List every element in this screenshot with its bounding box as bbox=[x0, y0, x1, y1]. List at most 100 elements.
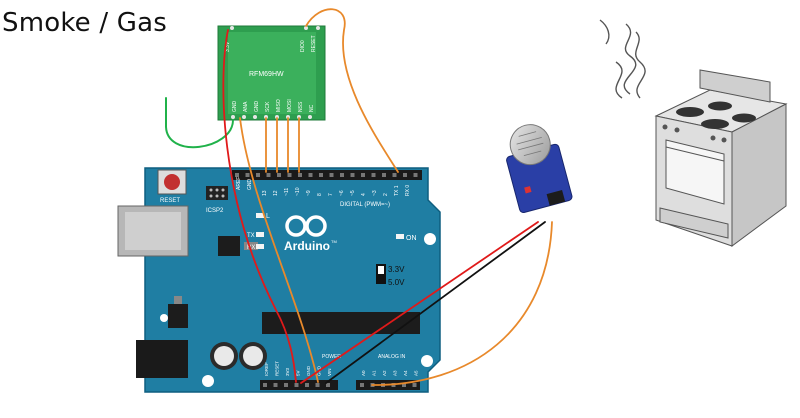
antenna-wire bbox=[164, 97, 234, 149]
digital-pin-label: 7 bbox=[328, 193, 334, 196]
rfm-pin-pad bbox=[275, 115, 279, 119]
wire-dio0 bbox=[305, 8, 399, 173]
voltage-33-label: 3.3V bbox=[388, 265, 405, 274]
digital-pin-hole bbox=[371, 173, 376, 177]
analog-pin-label: A2 bbox=[382, 370, 387, 376]
rfm-bottom-pin-label: GND bbox=[232, 101, 238, 113]
power-pin-label: VIN bbox=[327, 368, 332, 376]
led-tx-label: TX bbox=[247, 233, 255, 239]
gas-sensor-icon bbox=[506, 124, 573, 214]
analog-pin-label: A5 bbox=[414, 370, 419, 376]
digital-pin-label: ~9 bbox=[306, 190, 312, 196]
digital-pin-label: 2 bbox=[383, 193, 389, 196]
power-pin-hole bbox=[326, 383, 330, 387]
dc-jack bbox=[136, 340, 188, 378]
analog-pin-label: A3 bbox=[393, 370, 398, 376]
digital-pin-hole bbox=[277, 173, 281, 177]
rfm-pin-3v3: 3.3V bbox=[225, 41, 231, 52]
digital-pin-hole bbox=[340, 173, 344, 177]
icsp-label: ICSP2 bbox=[206, 208, 224, 214]
digital-pin-label: ~6 bbox=[339, 190, 345, 196]
power-pin-hole bbox=[315, 383, 320, 387]
rfm-pin-reset: RESET bbox=[311, 35, 317, 52]
digital-header-label: DIGITAL (PWM=~) bbox=[340, 202, 390, 208]
power-label: POWER bbox=[322, 354, 341, 360]
rfm-name: RFM69HW bbox=[249, 71, 284, 78]
on-label: ON bbox=[406, 235, 417, 242]
rfm-pin-pad bbox=[231, 115, 235, 119]
power-header bbox=[260, 380, 338, 390]
arduino-logo-icon bbox=[285, 215, 307, 237]
voltage-50-label: 5.0V bbox=[388, 278, 405, 287]
digital-pin-label: 13 bbox=[262, 190, 268, 196]
digital-pin-hole bbox=[361, 173, 365, 177]
digital-pin-hole bbox=[256, 173, 260, 177]
led-rx bbox=[256, 244, 264, 249]
rfm-bottom-pin-label: SCK bbox=[265, 101, 271, 112]
led-l-label: L bbox=[266, 213, 270, 220]
power-pin-hole bbox=[294, 383, 299, 387]
digital-pin-hole bbox=[235, 173, 239, 177]
led-tx bbox=[256, 232, 264, 237]
usb-chip bbox=[218, 236, 240, 256]
digital-pin-hole bbox=[392, 173, 397, 177]
digital-pin-hole bbox=[308, 173, 313, 177]
digital-header bbox=[232, 170, 422, 180]
analog-pin-label: A0 bbox=[361, 370, 366, 376]
tm-label: TM bbox=[331, 239, 337, 244]
power-pin-label: 5V bbox=[296, 370, 301, 376]
digital-pin-hole bbox=[382, 173, 386, 177]
analog-pin-hole bbox=[360, 383, 364, 387]
digital-pin-label: 12 bbox=[273, 190, 279, 196]
aref-label: AREF bbox=[236, 177, 242, 190]
digital-pin-hole bbox=[266, 173, 271, 177]
digital-pin-hole bbox=[245, 173, 250, 177]
rfm-bottom-pin-label: MOSI bbox=[287, 99, 293, 112]
analog-label: ANALOG IN bbox=[378, 354, 406, 360]
power-pin-label: GND bbox=[306, 365, 311, 376]
rfm-pin-pad bbox=[242, 115, 246, 119]
digital-pin-label: ~5 bbox=[350, 190, 356, 196]
power-pin-hole bbox=[284, 383, 288, 387]
rfm-bottom-pin-label: ANA bbox=[243, 101, 249, 112]
smoke-icon bbox=[599, 19, 646, 99]
rfm-pin-pad bbox=[286, 115, 290, 119]
digital-pin-label: 8 bbox=[317, 193, 323, 196]
stove-icon bbox=[654, 69, 788, 247]
digital-pin-label: 4 bbox=[361, 193, 367, 196]
digital-pin-holes bbox=[235, 173, 418, 177]
mounting-hole bbox=[202, 375, 214, 387]
rfm-pin-pad bbox=[297, 115, 301, 119]
digital-pin-label: ~3 bbox=[372, 190, 378, 196]
wires bbox=[164, 8, 553, 386]
wire-gnd bbox=[239, 117, 319, 383]
power-pin-hole bbox=[305, 383, 309, 387]
rfm-bottom-pin-label: GND bbox=[254, 101, 260, 113]
reset-label: RESET bbox=[160, 198, 180, 204]
power-pin-hole bbox=[273, 383, 278, 387]
rfm-pin-pad bbox=[264, 115, 268, 119]
analog-pin-hole bbox=[402, 383, 406, 387]
power-pin-label: RESET bbox=[275, 361, 280, 376]
digital-pin-label: TX 1 bbox=[394, 185, 400, 196]
digital-pin-hole bbox=[287, 173, 292, 177]
gnd-label: GND bbox=[247, 179, 253, 191]
digital-pin-label: ~10 bbox=[295, 187, 301, 196]
mounting-hole bbox=[421, 355, 433, 367]
led-rx-label: RX bbox=[247, 245, 255, 251]
brand-label: Arduino bbox=[284, 239, 330, 253]
rfm-pin-pad bbox=[253, 115, 257, 119]
wire-sensor-vcc bbox=[300, 221, 539, 384]
page-title: Smoke / Gas bbox=[2, 8, 167, 38]
digital-pin-hole bbox=[403, 173, 407, 177]
digital-pin-label: RX 0 bbox=[405, 185, 411, 196]
arduino-board: RESET ICSP2 3.3V 5.0V Arduino T bbox=[117, 167, 441, 393]
digital-pin-hole bbox=[319, 173, 323, 177]
rfm-bottom-pin-label: MISO bbox=[276, 99, 282, 112]
power-pin-label: 3V3 bbox=[285, 367, 290, 376]
analog-pin-hole bbox=[412, 383, 417, 387]
